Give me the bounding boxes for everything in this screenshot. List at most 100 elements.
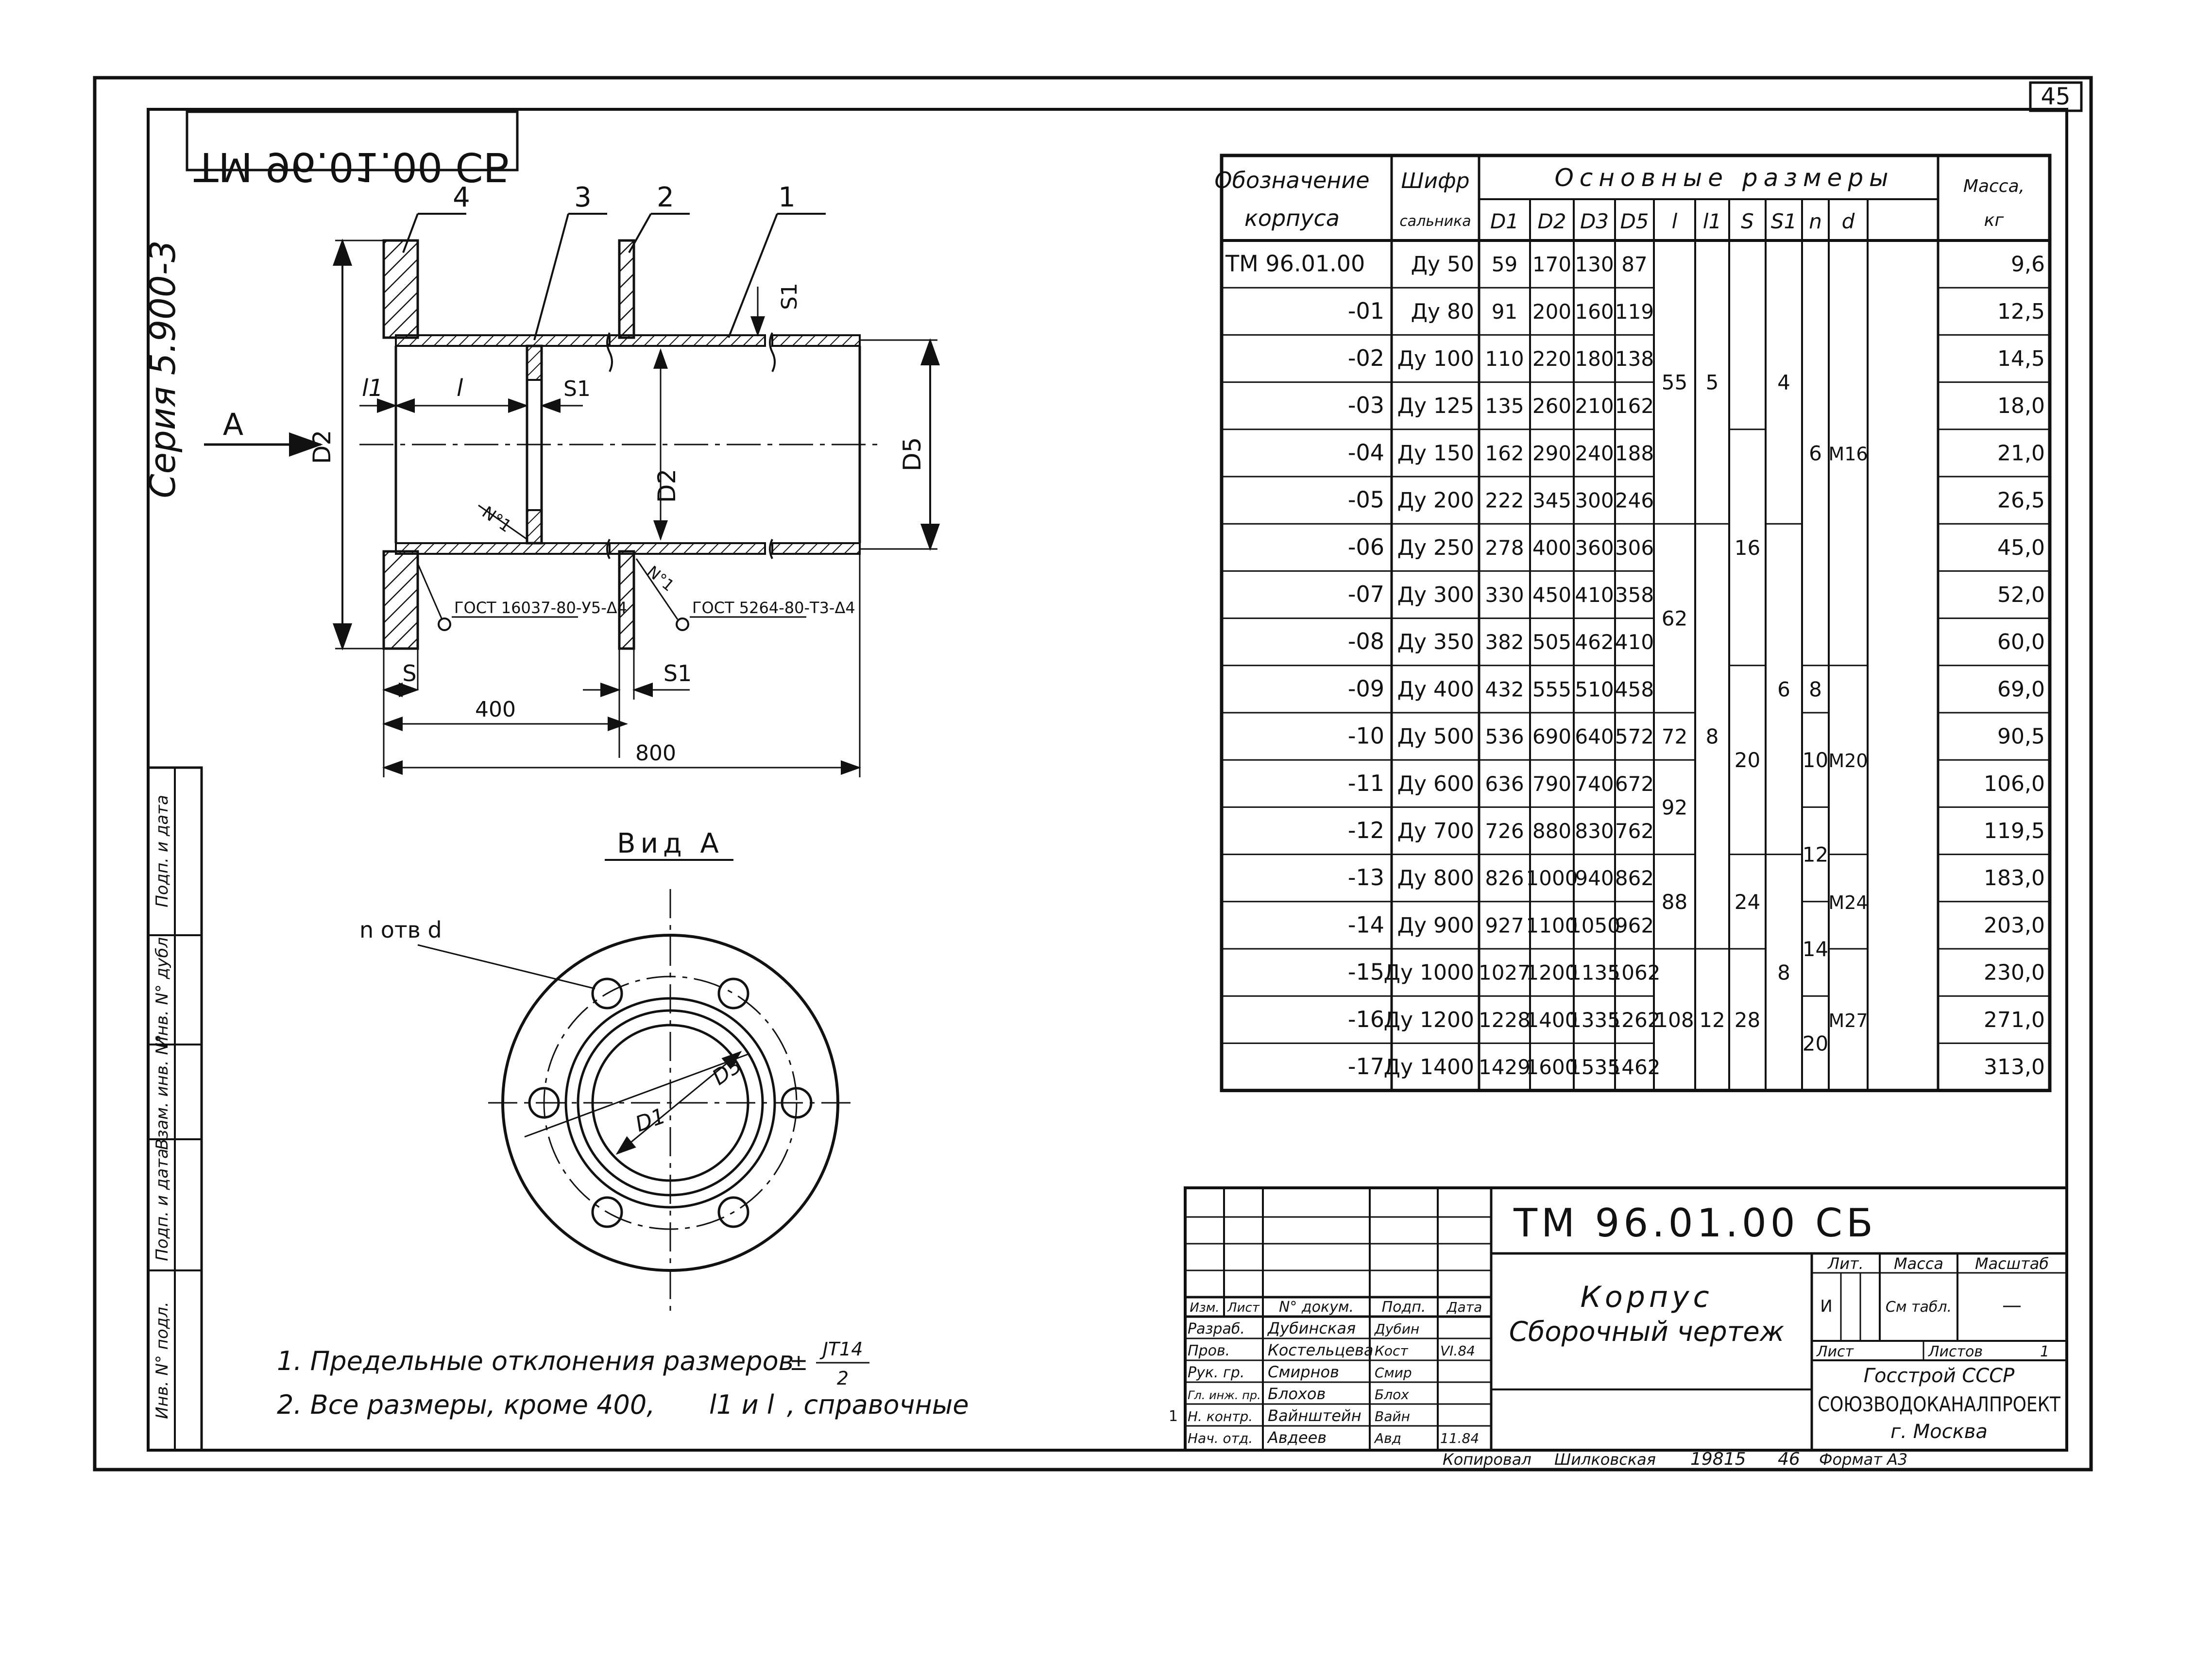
header-mass-1: Масса, <box>1963 176 2025 196</box>
merged-cell-s: 16 <box>1735 536 1760 560</box>
mirrored-stamp: ТМ 96.01.00 СБ <box>193 143 510 189</box>
signer-role-2: Рук. гр. <box>1188 1364 1244 1381</box>
scale-label: Масштаб <box>1975 1254 2049 1273</box>
cell-mass: 90,5 <box>1997 724 2045 749</box>
cell-mass: 26,5 <box>1997 488 2045 513</box>
merged-cell-s1: 8 <box>1777 961 1790 985</box>
signer-role-3: Гл. инж. пр. <box>1188 1388 1261 1402</box>
doc-code: ТМ 96.01.00 СБ <box>1513 1200 1877 1246</box>
sheets-value: 1 <box>2040 1343 2049 1360</box>
cell-d2: 400 <box>1532 536 1571 560</box>
org-1: Госстрой СССР <box>1864 1365 2015 1387</box>
cell-mass: 12,5 <box>1997 299 2045 324</box>
signer-sign-5: Авд <box>1374 1430 1401 1446</box>
callout-2: 2 <box>657 182 674 213</box>
cell-d1: 91 <box>1492 300 1517 324</box>
signer-name-2: Смирнов <box>1268 1363 1339 1381</box>
cell-cipher: Ду 150 <box>1397 441 1474 465</box>
table-grid <box>1220 154 2052 1093</box>
header-cipher-2: сальника <box>1399 213 1471 230</box>
dim-d5: D5 <box>898 437 926 471</box>
cell-d2: 200 <box>1532 300 1571 324</box>
pipe-wall-bottom-1 <box>395 542 611 555</box>
cell-designation: -10 <box>1348 723 1384 749</box>
callout-3: 3 <box>574 182 592 213</box>
right-flange-top <box>618 239 635 339</box>
header-basic: Основные размеры <box>1554 164 1894 192</box>
cell-d3: 300 <box>1575 489 1614 513</box>
cell-d2: 450 <box>1532 583 1571 607</box>
cell-mass: 203,0 <box>1984 913 2045 938</box>
subheader-n: n <box>1809 209 1822 233</box>
weld-mark-1: N°1 <box>478 503 515 537</box>
subheader-s1: S1 <box>1771 209 1797 233</box>
pipe-wall-top-1 <box>395 334 611 347</box>
signer-name-1: Костельцева <box>1268 1341 1373 1359</box>
subheader-d3: D3 <box>1580 209 1609 233</box>
cell-d1: 330 <box>1485 583 1524 607</box>
cell-designation: -05 <box>1348 487 1384 513</box>
bolt-hole <box>781 1087 813 1119</box>
cell-d3: 940 <box>1575 866 1614 890</box>
bolt-hole <box>528 1087 560 1119</box>
page-number-box <box>2029 81 2083 112</box>
cell-d5: 138 <box>1615 347 1654 371</box>
cell-d1: 222 <box>1485 489 1524 513</box>
dim-l1: l1 <box>362 375 383 402</box>
cell-mass: 14,5 <box>1997 346 2045 371</box>
merged-cell-s: 24 <box>1735 890 1760 914</box>
mirrored-stamp-box <box>186 110 519 171</box>
merged-cell-l: 92 <box>1662 795 1687 819</box>
cell-cipher: Ду 700 <box>1397 819 1474 843</box>
cell-cipher: Ду 300 <box>1397 583 1474 607</box>
signer-name-5: Авдеев <box>1267 1428 1327 1447</box>
cell-d5: 862 <box>1615 866 1654 890</box>
cell-d2: 290 <box>1532 441 1571 465</box>
cell-d3: 1335 <box>1568 1008 1620 1032</box>
cell-d1: 1429 <box>1479 1055 1531 1079</box>
merged-cell-l1: 12 <box>1699 1008 1725 1032</box>
cell-cipher: Ду 100 <box>1397 346 1474 371</box>
dim-800: 800 <box>635 741 676 766</box>
bolt-hole <box>591 1196 623 1228</box>
signer-sign-2: Смир <box>1375 1365 1412 1381</box>
cell-d1: 135 <box>1485 394 1524 418</box>
cell-d3: 1050 <box>1568 913 1620 937</box>
holes-label: n отв d <box>359 917 442 943</box>
pipe-wall-bottom-2 <box>609 542 766 555</box>
cell-mass: 271,0 <box>1984 1008 2045 1032</box>
merged-cell-d: М27 <box>1828 1010 1868 1031</box>
footer-copied: Копировал <box>1443 1450 1531 1469</box>
side-stamp-label-0: Инв. N° подл. <box>153 1302 172 1419</box>
merged-cell-n: 14 <box>1803 937 1828 961</box>
signer-sign-1: Кост <box>1375 1343 1408 1359</box>
signer-role-1: Пров. <box>1188 1342 1230 1359</box>
cell-d2: 790 <box>1532 772 1571 796</box>
lit-label: Лит. <box>1827 1254 1864 1273</box>
cell-designation: -01 <box>1348 298 1384 324</box>
cell-d3: 160 <box>1575 300 1614 324</box>
signer-date-5: 11.84 <box>1440 1430 1479 1446</box>
sheet-label: Лист <box>1816 1343 1855 1360</box>
cell-mass: 52,0 <box>1997 583 2045 607</box>
callout-4: 4 <box>453 182 470 213</box>
cell-d2: 690 <box>1532 725 1571 749</box>
merged-cell-n: 6 <box>1809 441 1822 465</box>
cell-designation: -08 <box>1348 628 1384 654</box>
cell-d5: 162 <box>1615 394 1654 418</box>
cell-d3: 180 <box>1575 347 1614 371</box>
cell-cipher: Ду 200 <box>1397 488 1474 513</box>
col-head-sign: Подп. <box>1382 1299 1426 1316</box>
left-flange-bottom <box>382 550 419 650</box>
cell-d1: 1228 <box>1479 1008 1531 1032</box>
cell-d3: 830 <box>1575 819 1614 843</box>
cell-d5: 1462 <box>1609 1055 1661 1079</box>
cell-designation: ТМ 96.01.00 <box>1225 251 1365 277</box>
subheader-d: d <box>1842 209 1855 233</box>
cell-d3: 462 <box>1575 630 1614 654</box>
